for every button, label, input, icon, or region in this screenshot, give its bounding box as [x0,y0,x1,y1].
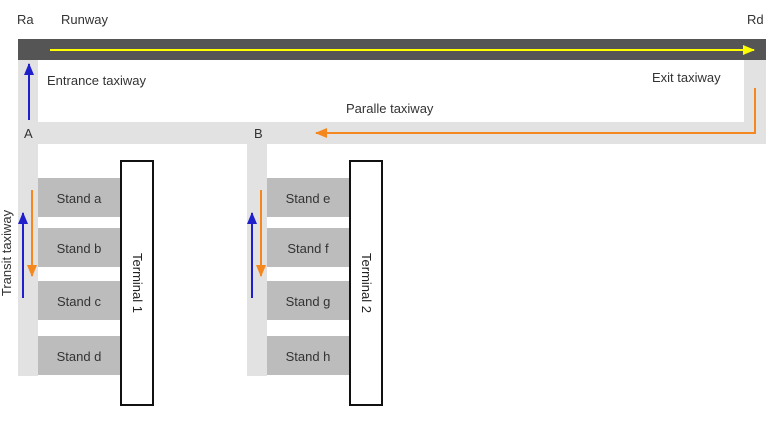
terminal-2-label: Terminal 2 [359,253,374,313]
entrance-taxiway-label: Entrance taxiway [47,73,146,88]
stand-c-label: Stand c [57,294,102,309]
stand-h-label: Stand h [286,349,331,364]
stand-e [267,178,350,217]
runway-end-label: Rd [747,12,764,27]
stand-f [267,228,350,267]
transit-taxiway-label: Transit taxiway [0,209,14,296]
stand-a [38,178,121,217]
stand-h [267,336,350,375]
stand-c [38,281,121,320]
stand-b-label: Stand b [57,241,102,256]
terminal-1-label: Terminal 1 [130,253,145,313]
transit-taxiway-2 [247,144,267,376]
exit-taxiway-label: Exit taxiway [652,70,721,85]
node-b-label: B [254,126,263,141]
runway-title: Runway [61,12,108,27]
stand-b [38,228,121,267]
terminal-1-building [120,160,154,406]
stand-e-label: Stand e [286,191,331,206]
stand-f-label: Stand f [287,241,329,256]
transit-taxiway-1 [18,144,38,376]
node-a-label: A [24,126,33,141]
stand-d-label: Stand d [57,349,102,364]
stand-g-label: Stand g [286,294,331,309]
stand-a-label: Stand a [57,191,103,206]
terminal-2-building [349,160,383,406]
parallel-taxiway-label: Paralle taxiway [346,101,434,116]
runway-start-label: Ra [17,12,34,27]
stand-g [267,281,350,320]
stand-d [38,336,121,375]
exit-to-parallel-arrow [315,88,756,138]
